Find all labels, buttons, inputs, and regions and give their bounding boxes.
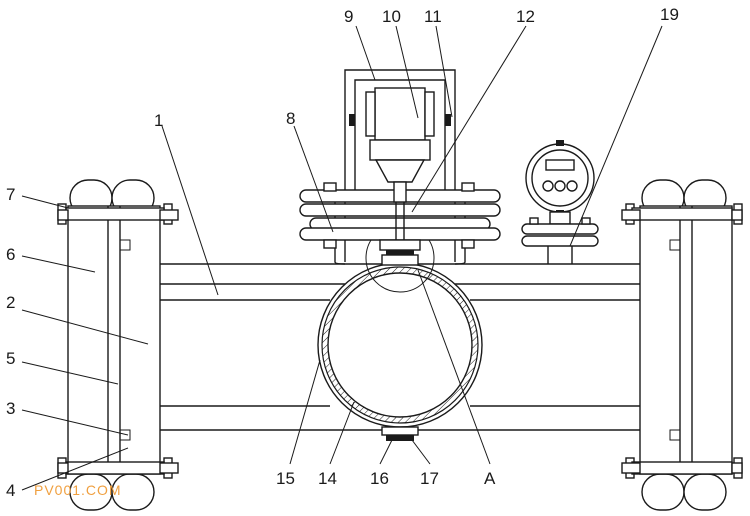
label-14: 14	[318, 469, 337, 488]
label-3: 3	[6, 399, 15, 418]
label-17: 17	[420, 469, 439, 488]
label-7: 7	[6, 185, 15, 204]
label-2: 2	[6, 293, 15, 312]
label-10: 10	[382, 7, 401, 26]
left-clamp	[57, 179, 179, 511]
flowmeter	[521, 140, 599, 264]
top-mount	[299, 69, 501, 265]
label-6: 6	[6, 245, 15, 264]
leader-lines	[21, 25, 663, 491]
label-11: 11	[424, 7, 442, 26]
label-8: 8	[286, 109, 295, 128]
pipe-ring	[317, 249, 483, 441]
part-labels: 1 2 3 4 5 6 7 8 9 10 11 12 19 15 14 16 1…	[6, 5, 679, 500]
label-19: 19	[660, 5, 679, 24]
label-4: 4	[6, 481, 15, 500]
label-9: 9	[344, 7, 353, 26]
label-5: 5	[6, 349, 15, 368]
label-1: 1	[154, 111, 163, 130]
label-a: A	[484, 469, 496, 488]
watermark: PV001.COM	[34, 482, 122, 498]
label-15: 15	[276, 469, 295, 488]
right-clamp	[621, 179, 743, 511]
label-16: 16	[370, 469, 389, 488]
label-12: 12	[516, 7, 535, 26]
